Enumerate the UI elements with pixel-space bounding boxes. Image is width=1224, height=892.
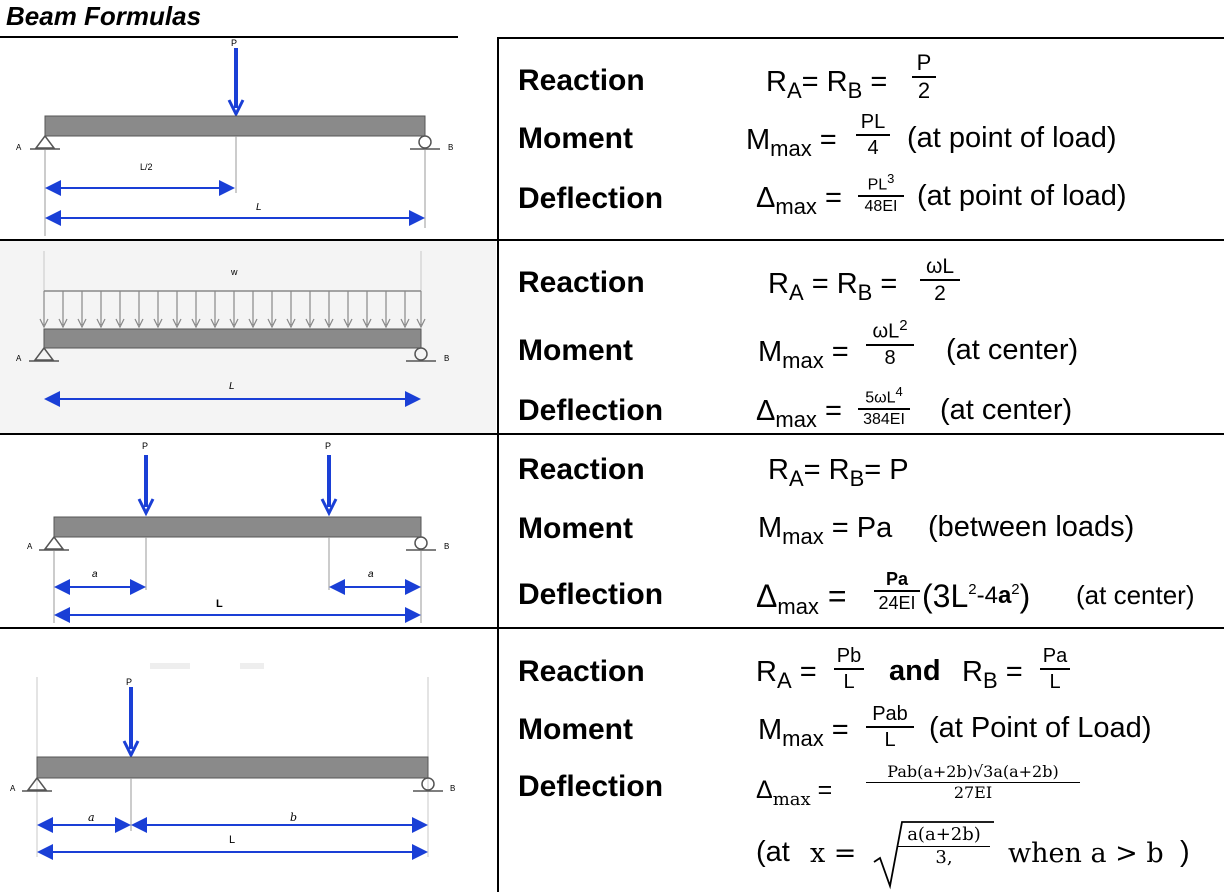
distributed-load-arrows	[39, 291, 426, 329]
beam	[36, 756, 429, 779]
beam-diagram-uniform-load: w A B L	[0, 241, 496, 433]
reaction-formula: RA =	[756, 656, 817, 693]
roller-support	[421, 777, 435, 791]
location-condition: when a > b	[1008, 838, 1164, 869]
load-label-1: P	[142, 441, 148, 451]
deflection-formula: Δmax =	[756, 395, 842, 432]
beam-diagram-point-load-center: P A B L/2 L	[16, 38, 453, 236]
table-divider-vertical	[497, 37, 499, 892]
load-arrow-head	[227, 99, 245, 118]
deflection-label: Deflection	[518, 394, 664, 427]
load-label: w	[230, 267, 238, 277]
end-label-a: A	[16, 143, 22, 152]
dim-label-l: L	[229, 381, 235, 392]
moment-note: (at center)	[946, 334, 1079, 366]
dim-label-l: L	[229, 834, 235, 846]
dim-label-l: L	[216, 598, 223, 610]
row-divider-3	[0, 627, 1224, 629]
moment-label: Moment	[518, 334, 633, 367]
reaction-formula: RA= RB =	[766, 66, 888, 103]
location-fraction: a(a+2b)3,	[898, 826, 990, 867]
deflection-label: Deflection	[518, 578, 664, 611]
moment-formula: Mmax =	[758, 714, 849, 751]
load-label-2: P	[325, 441, 331, 451]
row-divider-2	[0, 433, 1224, 435]
moment-note: (between loads)	[928, 511, 1135, 543]
reaction-and: and	[889, 655, 941, 687]
beam-diagram-two-point-loads: P P A B a a L	[27, 441, 449, 623]
title-rule	[0, 36, 458, 38]
roller-support	[414, 347, 428, 361]
end-label-a: A	[27, 542, 33, 551]
deflection-formula: Δmax =	[756, 578, 847, 619]
dim-label-a: a	[88, 811, 95, 824]
roller-support	[418, 135, 432, 149]
beam	[44, 115, 426, 137]
deflection-note: (at center)	[940, 394, 1073, 426]
moment-formula: Mmax = Pa	[758, 512, 893, 549]
dim-label-half: L/2	[140, 162, 153, 172]
deflection-label: Deflection	[518, 770, 664, 803]
beam	[53, 516, 422, 538]
moment-label: Moment	[518, 512, 633, 545]
beam	[43, 328, 422, 349]
reaction-formula: RA= RB= P	[768, 454, 909, 491]
load-label: P	[231, 38, 237, 48]
dim-label-a-left: a	[92, 569, 98, 580]
end-label-b: B	[444, 354, 449, 363]
end-label-b: B	[450, 784, 455, 793]
dim-label-a-right: a	[368, 569, 374, 580]
location-prefix: (at	[756, 836, 790, 868]
pin-support	[26, 776, 48, 791]
table-top-border	[497, 37, 1224, 39]
moment-note: (at Point of Load)	[929, 712, 1152, 744]
reaction-formula: RA = RB =	[768, 268, 898, 305]
end-label-b: B	[448, 143, 453, 152]
pin-support	[33, 346, 55, 361]
roller-support	[414, 536, 428, 550]
deflection-label: Deflection	[518, 182, 664, 215]
reaction-label: Reaction	[518, 64, 645, 97]
dim-label-b: b	[290, 811, 297, 824]
moment-label: Moment	[518, 122, 633, 155]
deflection-formula: Δmax =	[756, 776, 833, 810]
beam-diagram-point-load-offset: P A B a b L	[10, 663, 455, 860]
dim-label-l: L	[256, 202, 262, 213]
moment-note: (at point of load)	[907, 122, 1117, 154]
moment-formula: Mmax =	[758, 336, 849, 373]
end-label-b: B	[444, 542, 449, 551]
end-label-a: A	[16, 354, 22, 363]
location-x: x =	[810, 838, 857, 869]
deflection-fraction: Pab(a+2b)√3a(a+2b)27EI	[866, 764, 1080, 801]
moment-formula: Mmax =	[746, 124, 837, 161]
deflection-note: (at point of load)	[917, 180, 1127, 212]
reaction-formula-b: RB =	[962, 656, 1023, 693]
reaction-label: Reaction	[518, 453, 645, 486]
deflection-note: (at center)	[1076, 580, 1195, 610]
moment-label: Moment	[518, 713, 633, 746]
reaction-label: Reaction	[518, 655, 645, 688]
deflection-expression: (3L2-4a2)	[922, 578, 1031, 614]
deflection-formula: Δmax =	[756, 182, 842, 219]
end-label-a: A	[10, 784, 16, 793]
sqrt-sign	[873, 821, 994, 890]
location-close: )	[1180, 836, 1190, 868]
page-title: Beam Formulas	[6, 1, 202, 31]
pin-support	[34, 134, 56, 149]
pin-support	[43, 535, 65, 550]
row-divider-1	[0, 239, 1224, 241]
reaction-label: Reaction	[518, 266, 645, 299]
load-label: P	[126, 677, 132, 687]
